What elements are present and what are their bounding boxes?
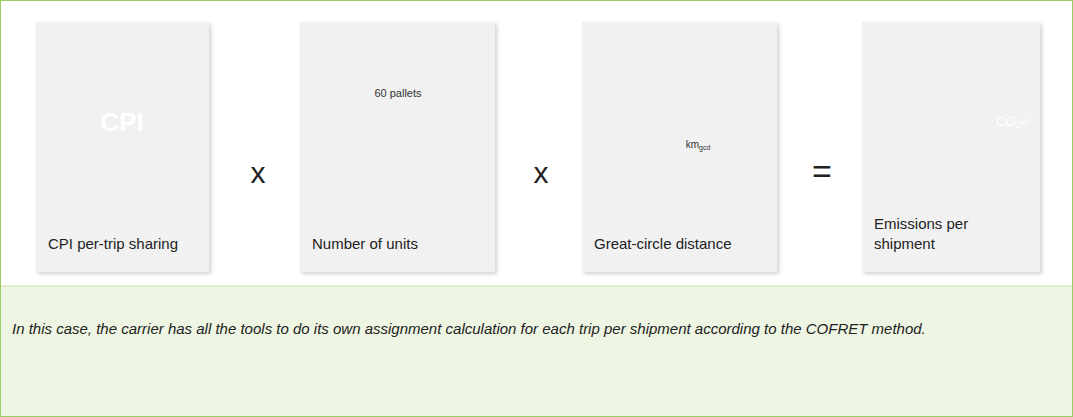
bubble-text-part: 60 pallets bbox=[374, 87, 421, 99]
factor-panel: Number of units bbox=[300, 22, 495, 272]
distance-unit-part: gcd bbox=[699, 144, 710, 151]
panel-label: CPI per-trip sharing bbox=[48, 234, 198, 254]
co2e-label: CO2e bbox=[990, 113, 1034, 134]
panel-label: Emissions per shipment bbox=[874, 214, 984, 254]
panel-label: Number of units bbox=[312, 234, 482, 254]
bubble-text: 60 pallets bbox=[373, 87, 423, 100]
factor-panel: Great-circle distance bbox=[582, 22, 777, 272]
distance-unit-part: km bbox=[686, 139, 699, 150]
caption-note: In this case, the carrier has all the to… bbox=[12, 318, 1057, 339]
band-edge bbox=[1, 286, 1072, 287]
multiply-sign-part: x bbox=[251, 156, 266, 189]
multiply-sign: x bbox=[526, 155, 556, 191]
equals-sign: = bbox=[806, 152, 838, 190]
multiply-sign: x bbox=[243, 155, 273, 191]
panel-label: Great-circle distance bbox=[594, 234, 764, 254]
co2e-label-part: e bbox=[1021, 114, 1028, 129]
factor-panel: Emissions per shipment bbox=[862, 22, 1040, 272]
caption-band bbox=[1, 286, 1072, 416]
co2e-label-part: CO bbox=[996, 114, 1016, 129]
badge-text: CPI bbox=[76, 106, 168, 138]
badge-text-part: CPI bbox=[100, 107, 143, 137]
distance-unit: kmgcd bbox=[681, 138, 715, 155]
co2e-label-part: 2 bbox=[1016, 120, 1021, 130]
equals-sign-part: = bbox=[812, 152, 832, 190]
factor-panel: CPI per-trip sharing bbox=[36, 22, 209, 272]
multiply-sign-part: x bbox=[534, 156, 549, 189]
